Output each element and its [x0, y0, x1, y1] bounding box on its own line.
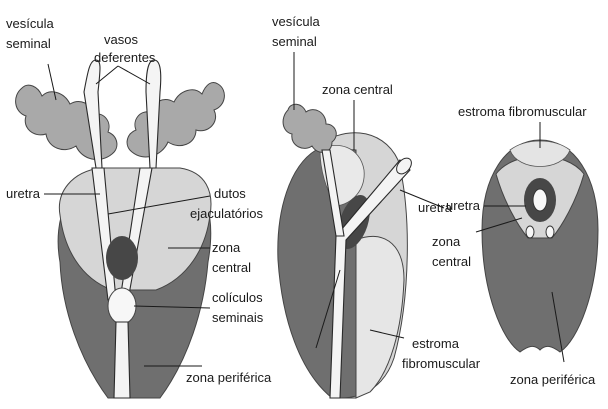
- panel-frontal-view: vesícula seminal vasos deferentes uretra…: [6, 16, 272, 398]
- duto-dot-right-3: [546, 226, 554, 238]
- leader-vasos-1: [96, 66, 150, 84]
- label-uretra-3: uretra: [446, 198, 481, 213]
- label-zona-central-1b: central: [212, 260, 251, 275]
- vesicula-seminal-right-shape: [127, 82, 224, 156]
- label-vesicula-seminal-1b: seminal: [6, 36, 51, 51]
- coliculo-dark-shape: [106, 236, 138, 280]
- label-vesicula-seminal-1a: vesícula: [6, 16, 54, 31]
- label-zona-central-2: zona central: [322, 82, 393, 97]
- label-vasos-deferentes-a: vasos: [104, 32, 138, 47]
- label-zona-central-3a: zona: [432, 234, 461, 249]
- vesicula-seminal-left-shape: [16, 85, 117, 159]
- uretra-lower-1: [114, 322, 130, 398]
- label-estroma-2b: fibromuscular: [402, 356, 481, 371]
- label-dutos-a: dutos: [214, 186, 246, 201]
- duto-dot-left-3: [526, 226, 534, 238]
- label-zona-central-1a: zona: [212, 240, 241, 255]
- label-vesicula-seminal-2b: seminal: [272, 34, 317, 49]
- estroma-fibromuscular-shape-2: [356, 236, 404, 398]
- coliculos-seminais-shape: [108, 288, 136, 324]
- label-zona-periferica-3: zona periférica: [510, 372, 596, 387]
- label-zona-central-3b: central: [432, 254, 471, 269]
- label-uretra-1: uretra: [6, 186, 41, 201]
- label-dutos-b: ejaculatórios: [190, 206, 263, 221]
- vesicula-seminal-shape-2: [283, 104, 336, 152]
- label-coliculos-b: seminais: [212, 310, 264, 325]
- label-vasos-deferentes-b: deferentes: [94, 50, 156, 65]
- label-estroma-2a: estroma: [412, 336, 460, 351]
- label-estroma-3: estroma fibromuscular: [458, 104, 587, 119]
- uretra-lumen-3: [533, 189, 547, 211]
- label-zona-periferica-1: zona periférica: [186, 370, 272, 385]
- label-coliculos-a: colículos: [212, 290, 263, 305]
- label-vesicula-seminal-2a: vesícula: [272, 14, 320, 29]
